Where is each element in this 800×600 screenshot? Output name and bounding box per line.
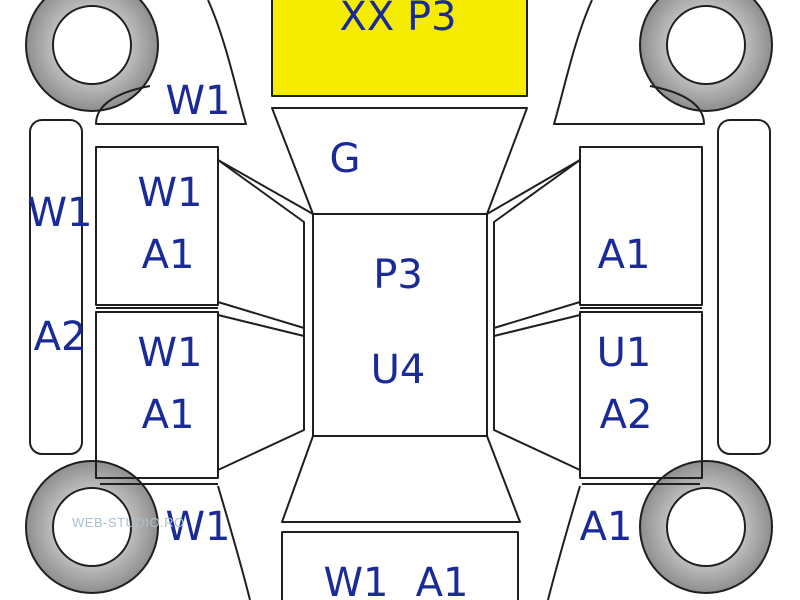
left-front-door-bottom-label: A1 (142, 232, 195, 278)
rear-right-fender-outline (547, 485, 581, 600)
right-rear-fender-label: A1 (580, 504, 633, 550)
rear-left-fender-outline (217, 485, 251, 600)
left-front-door-panel (95, 146, 219, 306)
wheel-front-right (639, 0, 773, 112)
right-sill-panel (717, 119, 771, 455)
front-left-fender-outline (95, 0, 247, 126)
wheel-rear-right (639, 460, 773, 594)
roof-top-label: P3 (373, 252, 423, 298)
right-rear-door-panel (579, 311, 703, 479)
wheel-front-left (25, 0, 159, 112)
roof-bottom-label: U4 (371, 347, 426, 393)
left-rear-door-bottom-label: A1 (142, 392, 195, 438)
watermark-text: WEB-STUDIO.RO (72, 515, 185, 530)
left-front-fender-label: W1 (166, 78, 231, 124)
left-rear-door-panel (95, 311, 219, 479)
roof-panel (312, 213, 488, 437)
front-bumper-label: XX P3 (339, 0, 456, 40)
right-front-door-label: A1 (598, 232, 651, 278)
trunk-left-label: W1 (324, 560, 389, 600)
left-sill-panel (29, 119, 83, 455)
trunk-right-label: A1 (416, 560, 469, 600)
front-right-fender-outline (553, 0, 705, 126)
hood-panel (271, 107, 528, 215)
rear-window-panel (281, 435, 521, 523)
wheel-rear-left (25, 460, 159, 594)
right-front-door-panel (579, 146, 703, 306)
hood-label: G (330, 136, 361, 182)
front-bumper-panel (271, 0, 528, 97)
right-rear-door-top-label: U1 (597, 330, 652, 376)
trunk-panel (281, 531, 519, 600)
left-sill-top-label: W1 (28, 190, 93, 236)
right-rear-door-bottom-label: A2 (600, 392, 653, 438)
left-rear-door-top-label: W1 (138, 330, 203, 376)
left-front-door-top-label: W1 (138, 170, 203, 216)
left-rear-fender-label: W1 (166, 504, 231, 550)
left-sill-bottom-label: A2 (34, 314, 87, 360)
